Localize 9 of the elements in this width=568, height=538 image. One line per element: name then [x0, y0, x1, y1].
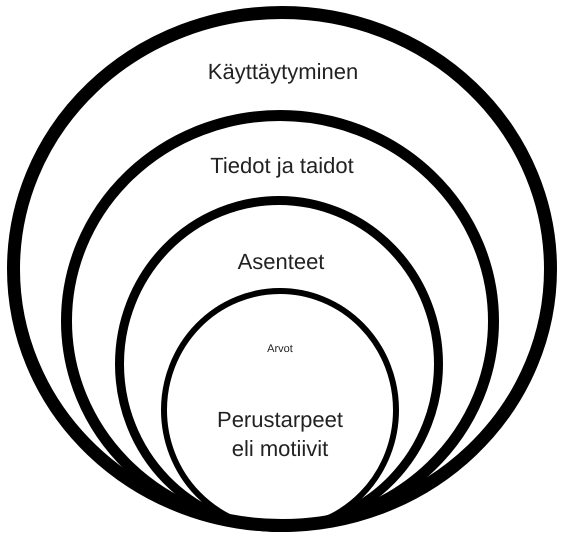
circle-label: Arvot [266, 342, 294, 356]
circle [61, 110, 499, 532]
circle [161, 288, 399, 532]
circle-label: Tiedot ja taidot [209, 152, 355, 180]
circle-label: Käyttäytyminen [206, 58, 360, 86]
circle-label: Perustarpeet eli motiivit [216, 406, 344, 463]
circle [115, 196, 443, 532]
circle-label: Asenteet [236, 248, 326, 276]
circle [7, 6, 557, 532]
